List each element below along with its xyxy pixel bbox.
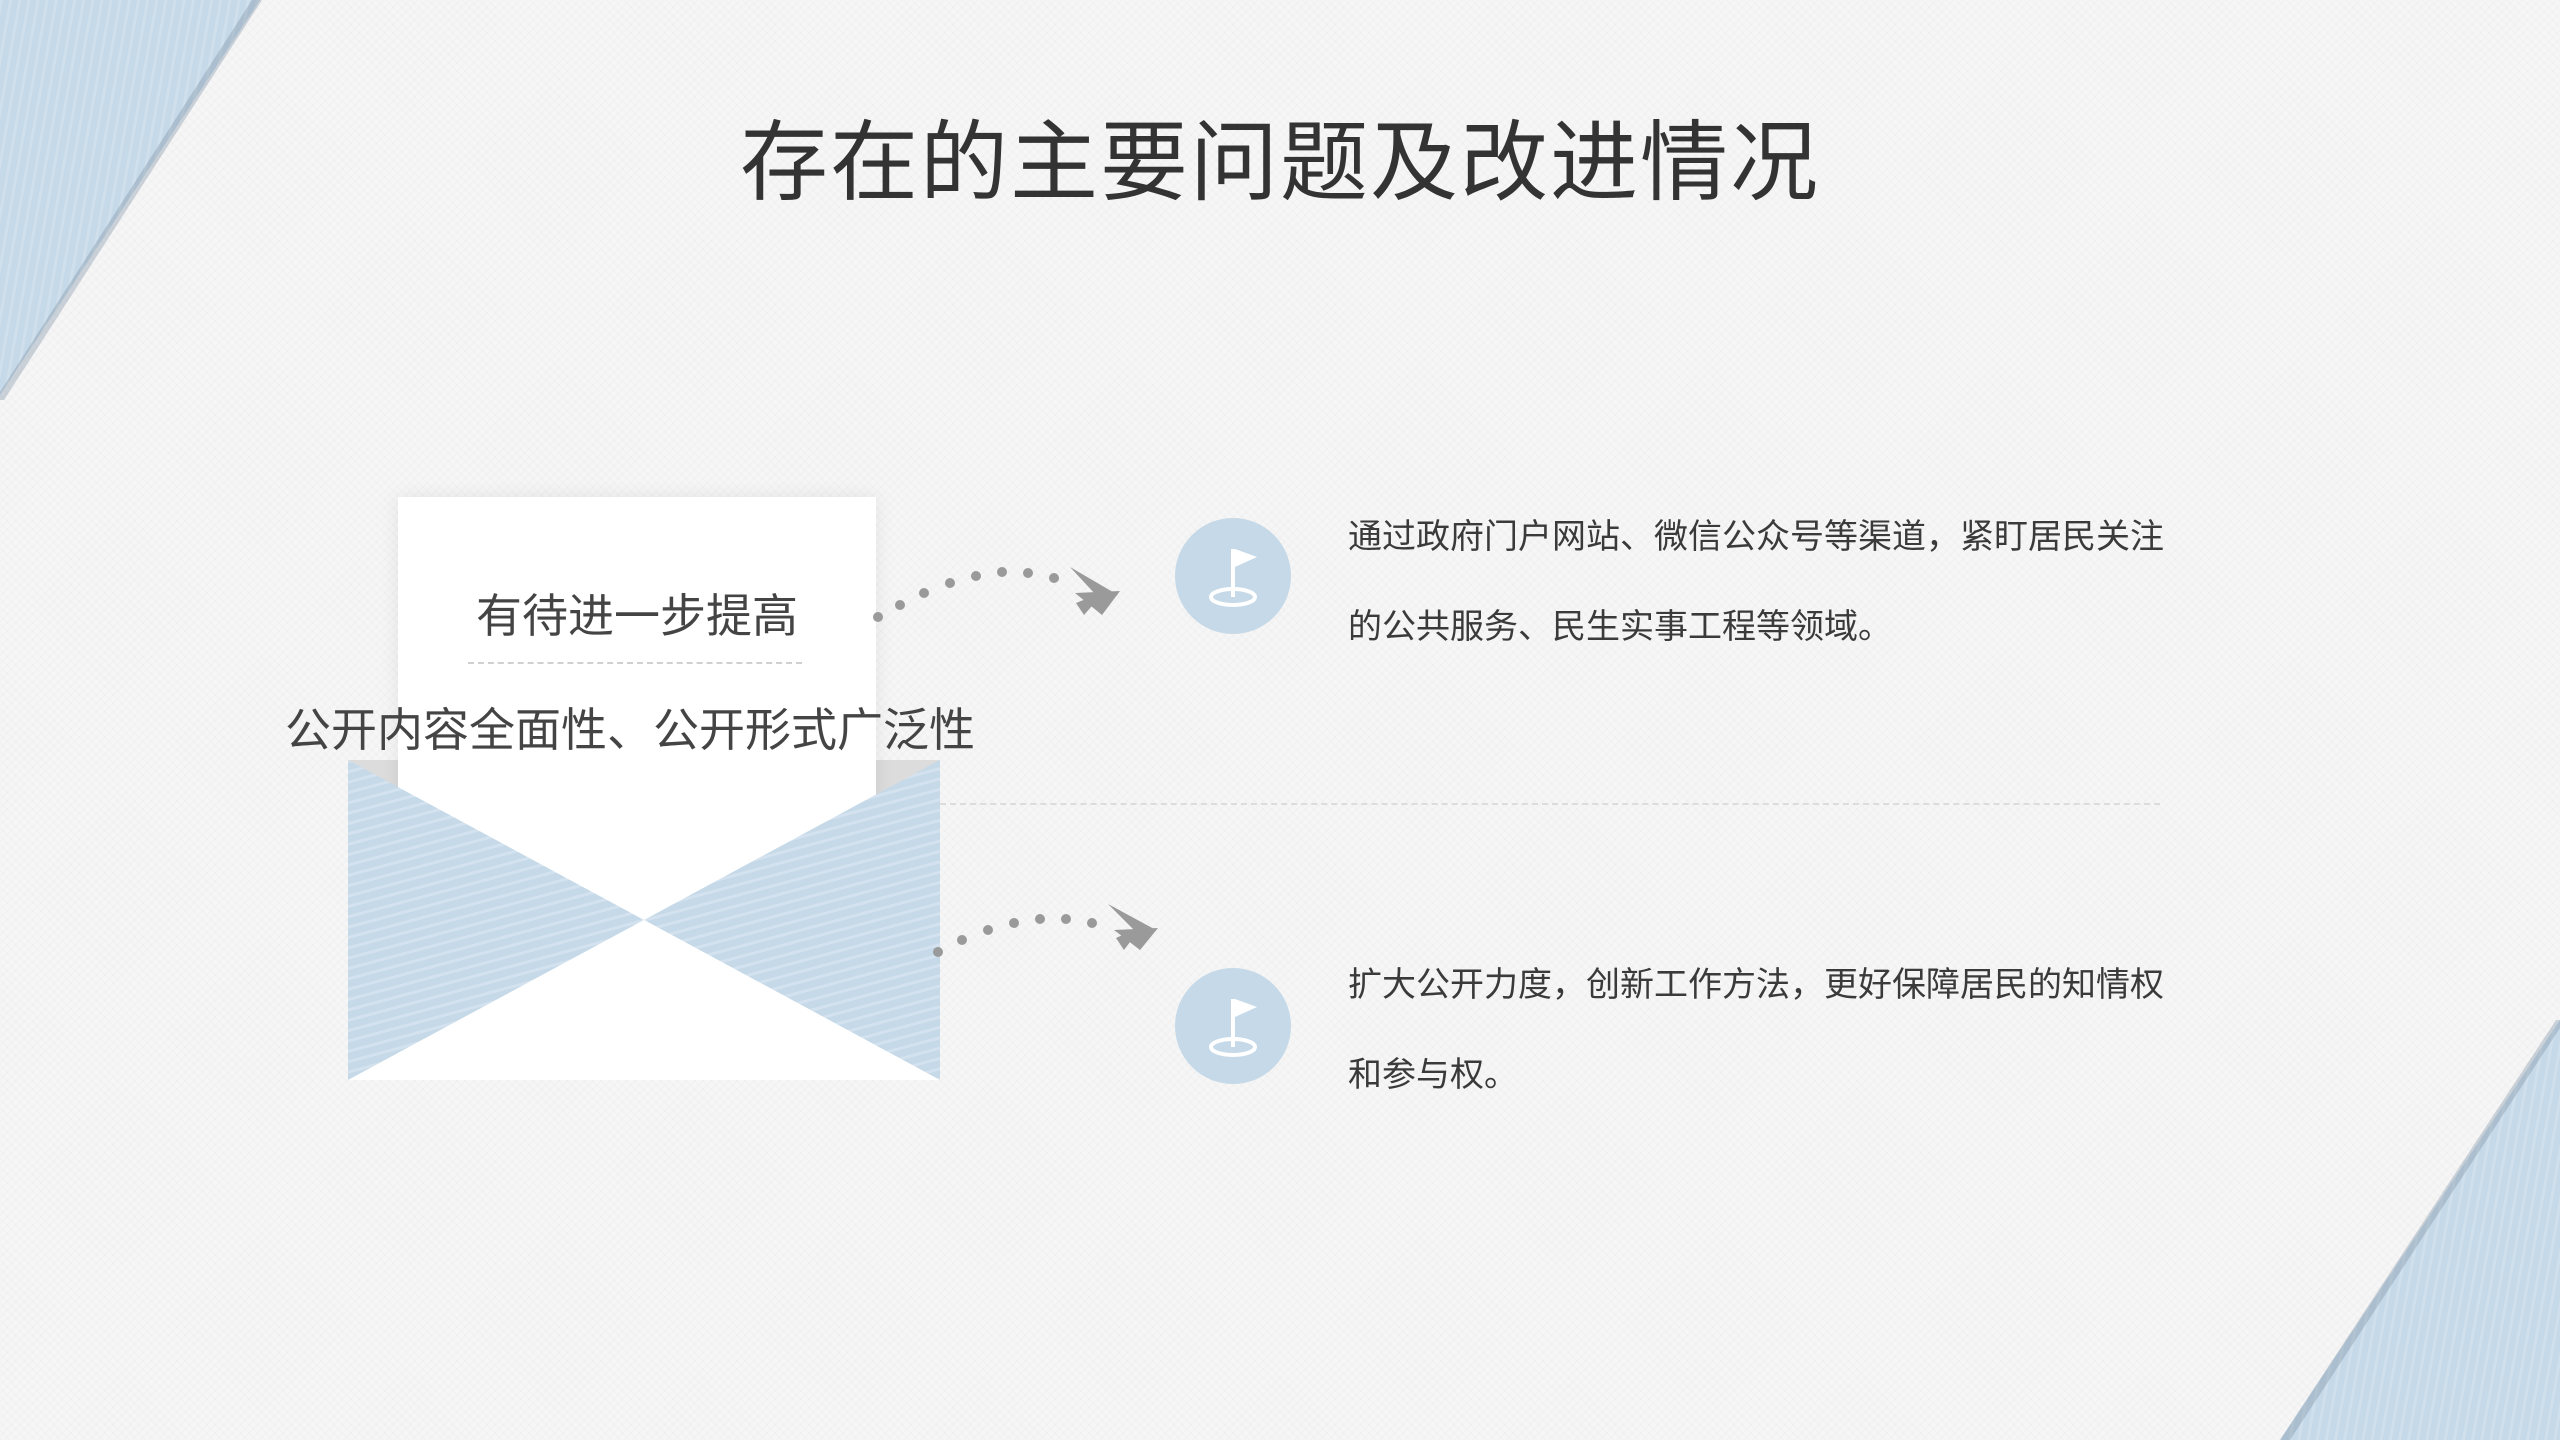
flag-icon [1209,549,1257,607]
letter-divider [468,662,802,664]
letter-heading: 有待进一步提高 [476,589,798,643]
flag-badge [1175,968,1291,1084]
item-text-1: 通过政府门户网站、微信公众号等渠道，紧盯居民关注的公共服务、民生实事工程等领域。 [1348,517,2164,647]
dotted-arrow-icon [933,904,1158,957]
letter-subtitle: 公开内容全面性、公开形式广泛性 [285,703,975,757]
envelope-front-icon [348,760,940,1080]
dotted-arrow-icon [873,567,1120,622]
item-text-2: 扩大公开力度，创新工作方法，更好保障居民的知情权和参与权。 [1348,965,2164,1095]
flag-badge [1175,518,1291,634]
section-divider [940,803,2160,805]
flag-icon [1209,999,1257,1057]
slide-title: 存在的主要问题及改进情况 [739,111,1820,214]
